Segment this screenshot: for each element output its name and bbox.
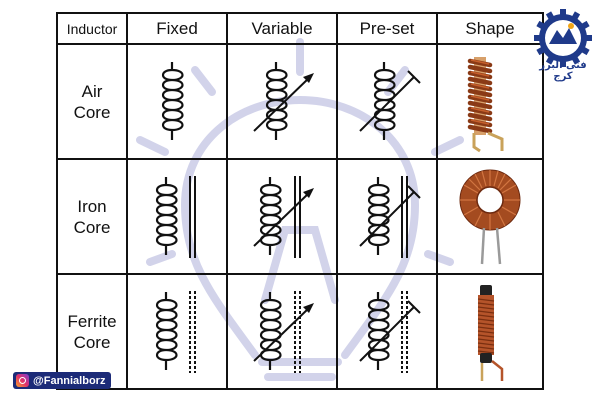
school-logo-icon	[534, 9, 592, 67]
inductor-table: Inductor Fixed Variable Pre-set Shape Ai…	[56, 12, 544, 390]
cell-air-variable	[226, 43, 338, 160]
header-fixed: Fixed	[126, 12, 228, 45]
handle-text: @Fannialborz	[33, 374, 106, 387]
logo-caption: فنی البرز کرج	[539, 60, 587, 82]
cell-ferrite-preset	[336, 273, 438, 390]
row-iron-core: Iron Core	[56, 158, 544, 275]
row-label-line2: Core	[73, 332, 111, 352]
variable-arrow-icon	[253, 60, 315, 141]
cell-iron-shape	[436, 158, 544, 275]
toroid-coil-photo	[459, 169, 521, 264]
cell-iron-fixed	[126, 158, 228, 275]
inductor-coil-icon	[161, 60, 184, 141]
header-row: Inductor Fixed Variable Pre-set Shape	[56, 12, 544, 45]
cell-iron-variable	[226, 158, 338, 275]
variable-arrow-icon	[253, 290, 315, 373]
instagram-handle-badge: @Fannialborz	[13, 372, 112, 389]
cell-air-shape	[436, 43, 544, 160]
inductor-coil-icon	[155, 175, 196, 258]
row-label-line1: Ferrite	[67, 311, 117, 331]
row-label-iron-core: Iron Core	[56, 158, 128, 275]
header-preset: Pre-set	[336, 12, 438, 45]
preset-tee-icon	[359, 290, 421, 373]
header-inductor: Inductor	[56, 12, 128, 45]
row-label-line2: Core	[73, 102, 111, 122]
ferrite-rod-coil-photo	[477, 284, 504, 381]
preset-tee-icon	[359, 175, 421, 258]
row-label-ferrite-core: Ferrite Core	[56, 273, 128, 390]
air-core-coil-photo	[467, 56, 504, 152]
row-ferrite-core: Ferrite Core	[56, 273, 544, 390]
cell-ferrite-variable	[226, 273, 338, 390]
cell-iron-preset	[336, 158, 438, 275]
row-label-line2: Core	[73, 217, 111, 237]
header-variable: Variable	[226, 12, 338, 45]
cell-ferrite-shape	[436, 273, 544, 390]
row-label-air-core: Air Core	[56, 43, 128, 160]
cell-ferrite-fixed	[126, 273, 228, 390]
header-shape: Shape	[436, 12, 544, 45]
cell-air-fixed	[126, 43, 228, 160]
inductor-coil-icon	[155, 290, 196, 373]
row-air-core: Air Core	[56, 43, 544, 160]
preset-tee-icon	[359, 60, 421, 141]
instagram-icon	[16, 374, 29, 387]
row-label-line1: Iron	[77, 196, 107, 216]
cell-air-preset	[336, 43, 438, 160]
variable-arrow-icon	[253, 175, 315, 258]
row-label-line1: Air	[81, 81, 103, 101]
